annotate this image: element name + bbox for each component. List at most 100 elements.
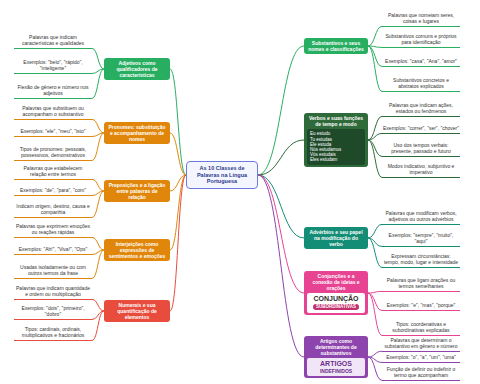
topic-text: Palavras que modificam verbos, adjetivos… <box>383 211 459 223</box>
leaf-note: Função de definir ou indefinir o termo q… <box>382 367 460 381</box>
branch-connector <box>368 46 382 91</box>
leaf-note: Palavras que nomeiam seres, coisas e lug… <box>382 13 460 27</box>
branch-connector <box>368 116 382 140</box>
topic-text: Palavras que indicam quantidade e ordem … <box>15 286 91 298</box>
illustration-text: SUBORDINATIVAS <box>313 304 359 310</box>
leaf-note: Exemplos: "dois", "primeiro", "dobro" <box>14 306 92 320</box>
topic-text: Substantivos e seus nomes e classificaçõ… <box>307 40 365 52</box>
branch-connector <box>368 140 382 177</box>
leaf-note: Tipos de pronomes: pessoais, possessivos… <box>14 147 92 161</box>
illustration-text: Nós estudamos <box>310 147 362 152</box>
illustration-panel: ARTIGOSINDEFINIDOS <box>307 358 365 376</box>
leaf-note: Substantivos comuns e próprios para iden… <box>382 34 460 48</box>
topic-text: Exemplos: "sempre", "muito", "aqui" <box>383 233 459 245</box>
leaf-note: Tipos: coordenativas e subordinativas ex… <box>382 322 460 336</box>
branch-connector <box>92 250 104 278</box>
leaf-note: Palavras que determinam o substantivo em… <box>382 338 460 352</box>
branch-topic: Substantivos e seus nomes e classificaçõ… <box>304 38 368 54</box>
topic-text: Palavras que exprimem emoções ou reações… <box>15 224 91 236</box>
topic-text: Exemplos: "belo", "rápido", "inteligente… <box>15 60 91 72</box>
topic-text: Tipos de pronomes: pessoais, possessivos… <box>15 147 91 159</box>
leaf-note: Palavras que modificam verbos, adjetivos… <box>382 211 460 225</box>
leaf-note: Flexão de gênero e número nos adjetivos <box>14 85 92 99</box>
leaf-note: Palavras que exprimem emoções ou reações… <box>14 224 92 238</box>
branch-connector <box>368 238 382 267</box>
topic-text: Flexão de gênero e número nos adjetivos <box>15 85 91 97</box>
branch-connector <box>368 291 382 293</box>
branch-connector <box>258 175 304 357</box>
topic-text: Exemplos: "ele", "meu", "isto" <box>15 129 91 135</box>
topic-text: As 10 Classes de Palavras na Língua Port… <box>191 165 253 185</box>
topic-text: Tipos: cardinais, ordinais, multiplicati… <box>15 327 91 339</box>
leaf-note: Usadas isoladamente ou com outros termos… <box>14 265 92 279</box>
leaf-note: Exemplos: "e", "mas", "porque" <box>382 303 460 311</box>
illustration-text: Vós estudais <box>310 152 362 157</box>
branch-connector <box>368 293 382 335</box>
branch-connector <box>258 175 304 238</box>
illustration-panel: Eu estudoTu estudasEle estudaNós estudam… <box>307 129 365 164</box>
topic-text: Numerais e sua quantificação de elemento… <box>107 302 167 320</box>
illustration-text: Eles estudam <box>310 157 362 162</box>
topic-text: Exemplos: "dois", "primeiro", "dobro" <box>15 306 91 318</box>
branch-connector <box>258 46 304 175</box>
leaf-note: Indicam origem, destino, causa e companh… <box>14 204 92 218</box>
topic-text: Usadas isoladamente ou com outros termos… <box>15 265 91 277</box>
illustration-text: Ele estuda <box>310 142 362 147</box>
leaf-note: Exemplos: "ele", "meu", "isto" <box>14 129 92 137</box>
topic-text: Palavras que substituem ou acompanham o … <box>15 106 91 118</box>
topic-text: Função de definir ou indefinir o termo q… <box>383 367 459 379</box>
branch-topic-with-picture: Verbos e suas funções de tempo e modo Eu … <box>304 113 368 166</box>
leaf-note: Palavras que indicam quantidade e ordem … <box>14 286 92 300</box>
topic-text: Conjunções e a conexão de ideias e oraçõ… <box>307 273 365 291</box>
leaf-note: Substantivos concretos e abstratos expli… <box>382 78 460 92</box>
branch-connector <box>92 299 104 311</box>
illustration-text: Eu estudo <box>310 131 362 136</box>
branch-connector <box>92 119 104 133</box>
topic-text: Exemplos: "correr", "ser", "chover" <box>383 126 459 132</box>
illustration-text: INDEFINIDOS <box>310 368 362 374</box>
topic-text: Exemplos: "o", "a", "um", "uma" <box>383 355 459 361</box>
central-topic: As 10 Classes de Palavras na Língua Port… <box>186 161 258 189</box>
branch-connector <box>170 175 186 311</box>
leaf-note: Modos indicativo, subjuntivo e imperativ… <box>382 164 460 178</box>
branch-topic: Adjetivos como qualificadores de caracte… <box>104 58 170 80</box>
topic-text: Adjetivos como qualificadores de caracte… <box>107 60 167 78</box>
leaf-note: Exemplos: "de", "para", "com" <box>14 188 92 196</box>
illustration-text: Tu estudas <box>310 137 362 142</box>
topic-text: Exemplos: "e", "mas", "porque" <box>383 303 459 309</box>
leaf-note: Tipos: cardinais, ordinais, multiplicati… <box>14 327 92 341</box>
branch-topic: Pronomes: substituição e acompanhamento … <box>104 122 170 144</box>
branch-topic: Preposições e a ligação entre palavras d… <box>104 180 170 202</box>
branch-connector <box>368 351 382 357</box>
leaf-note: Exemplos: "correr", "ser", "chover" <box>382 126 460 134</box>
branch-topic-with-picture: Conjunções e a conexão de ideias e oraçõ… <box>304 271 368 315</box>
branch-connector <box>170 69 186 175</box>
leaf-note: Palavras que estabelecem relação entre t… <box>14 166 92 180</box>
branch-connector <box>92 237 104 250</box>
topic-text: Expressam circunstâncias: tempo, modo, l… <box>383 254 459 266</box>
topic-text: Preposições e a ligação entre palavras d… <box>107 182 167 200</box>
leaf-note: Palavras que indicam características e q… <box>14 35 92 49</box>
branch-connector <box>258 140 304 175</box>
topic-text: Uso dos tempos verbais: presente, passad… <box>383 143 459 155</box>
branch-topic: Numerais e sua quantificação de elemento… <box>104 300 170 322</box>
illustration-text: ARTIGOS <box>310 360 362 368</box>
branch-connector <box>92 311 104 340</box>
branch-connector <box>368 133 382 140</box>
branch-connector <box>170 133 186 175</box>
topic-text: Modos indicativo, subjuntivo e imperativ… <box>383 164 459 176</box>
branch-connector <box>368 26 382 46</box>
branch-connector <box>258 175 304 293</box>
topic-text: Artigos como determinantes de substantiv… <box>307 338 365 356</box>
topic-text: Indicam origem, destino, causa e companh… <box>15 204 91 216</box>
topic-text: Advérbios e seu papel na modificação do … <box>307 229 365 247</box>
leaf-note: Exemplos: "o", "a", "um", "uma" <box>382 355 460 363</box>
topic-text: Verbos e suas funções de tempo e modo <box>307 115 365 127</box>
branch-connector <box>92 69 104 98</box>
branch-topic: Advérbios e seu papel na modificação do … <box>304 227 368 249</box>
topic-text: Palavras que estabelecem relação entre t… <box>15 166 91 178</box>
leaf-note: Exemplos: "Ah!", "Viva!", "Ops" <box>14 247 92 255</box>
topic-text: Substantivos comuns e próprios para iden… <box>383 34 459 46</box>
topic-text: Palavras que indicam ações, estados ou f… <box>383 103 459 115</box>
